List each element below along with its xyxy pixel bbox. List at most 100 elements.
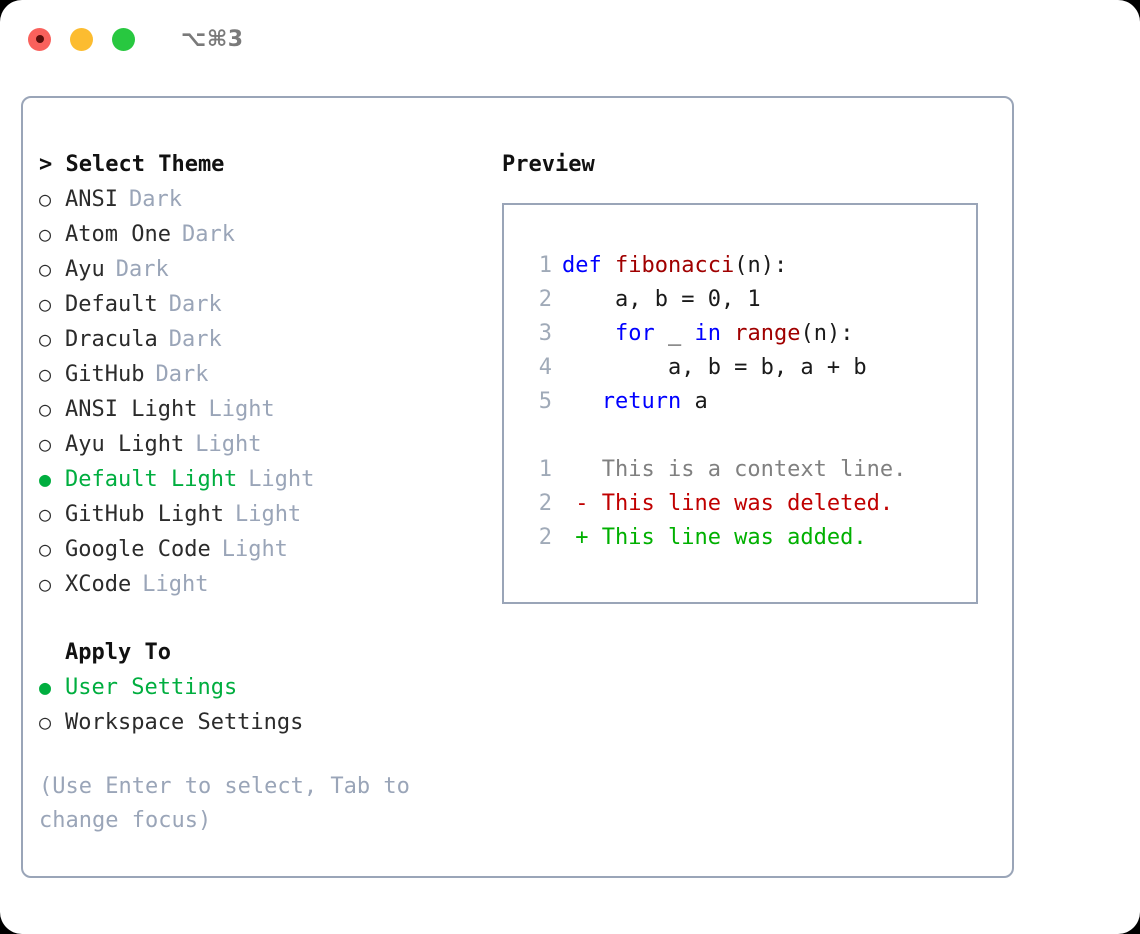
code-line: 3 for _ in range(n): bbox=[520, 317, 970, 351]
code-line-text: def fibonacci(n): bbox=[562, 249, 787, 283]
token-plain: a, b = 0, 1 bbox=[562, 287, 761, 312]
code-line-text: a, b = 0, 1 bbox=[562, 283, 761, 317]
line-number: 1 bbox=[538, 253, 552, 278]
line-number: 2 bbox=[538, 525, 552, 550]
diff-line: 2 + This line was added. bbox=[520, 521, 970, 555]
token-plain bbox=[562, 321, 615, 346]
close-button[interactable] bbox=[28, 27, 51, 51]
code-line: 4 a, b = b, a + b bbox=[520, 351, 970, 385]
traffic-lights bbox=[28, 27, 135, 51]
theme-option-label: Dracula bbox=[65, 327, 158, 352]
token-plain bbox=[721, 321, 734, 346]
theme-option-tag: Dark bbox=[168, 292, 222, 317]
theme-option-tag: Light bbox=[208, 397, 275, 422]
theme-option-google-code[interactable]: ○ Google Code Light bbox=[39, 532, 489, 567]
apply-to-option-label: Workspace Settings bbox=[65, 710, 304, 735]
code-line: 5 return a bbox=[520, 385, 970, 419]
line-number: 2 bbox=[538, 287, 552, 312]
theme-option-ansi-light[interactable]: ○ ANSI Light Light bbox=[39, 392, 489, 427]
token-plain bbox=[562, 389, 602, 414]
apply-to-list: ● User Settings ○Workspace Settings bbox=[39, 670, 489, 740]
radio-unselected-icon: ○ bbox=[39, 572, 52, 596]
theme-option-atom-one[interactable]: ○ Atom One Dark bbox=[39, 217, 489, 252]
theme-option-label: ANSI bbox=[65, 187, 118, 212]
radio-unselected-icon: ○ bbox=[39, 432, 52, 456]
radio-unselected-icon: ○ bbox=[39, 362, 52, 386]
radio-unselected-icon: ○ bbox=[39, 397, 52, 421]
line-number: 5 bbox=[538, 389, 552, 414]
select-theme-heading: > Select Theme bbox=[39, 152, 225, 177]
diff-line: 1 This is a context line. bbox=[520, 453, 970, 487]
theme-option-default[interactable]: ○ Default Dark bbox=[39, 287, 489, 322]
theme-option-tag: Light bbox=[221, 537, 288, 562]
theme-option-label: XCode bbox=[65, 572, 132, 597]
apply-to-option-workspace-settings[interactable]: ○Workspace Settings bbox=[39, 705, 489, 740]
code-diff-spacer bbox=[520, 419, 970, 453]
theme-option-label: GitHub Light bbox=[65, 502, 224, 527]
diff-line-text: - This line was deleted. bbox=[562, 487, 893, 521]
theme-option-xcode[interactable]: ○ XCode Light bbox=[39, 567, 489, 602]
apply-to-option-label: User Settings bbox=[65, 675, 238, 700]
list-spacer bbox=[39, 602, 489, 636]
theme-option-label: Atom One bbox=[65, 222, 171, 247]
diff-line: 2 - This line was deleted. bbox=[520, 487, 970, 521]
code-line-text: return a bbox=[562, 385, 708, 419]
token-plain: a, b = b, a + b bbox=[562, 355, 867, 380]
theme-option-github[interactable]: ○ GitHub Dark bbox=[39, 357, 489, 392]
keyboard-hint-text: (Use Enter to select, Tab to change focu… bbox=[39, 774, 410, 833]
theme-option-label: GitHub bbox=[65, 362, 145, 387]
code-line-text: a, b = b, a + b bbox=[562, 351, 867, 385]
radio-unselected-icon: ○ bbox=[39, 292, 52, 316]
token-plain: (n): bbox=[800, 321, 854, 346]
diff-line-text: This is a context line. bbox=[562, 453, 907, 487]
code-line: 1 def fibonacci(n): bbox=[520, 249, 970, 283]
radio-unselected-icon: ○ bbox=[39, 537, 52, 561]
token-plain: a bbox=[681, 389, 708, 414]
theme-option-label: Ayu bbox=[65, 257, 105, 282]
radio-selected-icon: ● bbox=[39, 467, 52, 491]
diff-line-text: + This line was added. bbox=[562, 521, 866, 555]
theme-option-tag: Light bbox=[142, 572, 209, 597]
apply-to-heading: Apply To bbox=[65, 640, 171, 665]
maximize-button[interactable] bbox=[112, 27, 135, 51]
theme-option-label: Default bbox=[65, 292, 158, 317]
keyboard-shortcut-label: ⌥⌘3 bbox=[181, 26, 244, 52]
token-del: - This line was deleted. bbox=[562, 491, 894, 516]
theme-option-dracula[interactable]: ○ Dracula Dark bbox=[39, 322, 489, 357]
token-kw: in bbox=[694, 321, 721, 346]
theme-option-tag: Dark bbox=[168, 327, 222, 352]
theme-option-tag: Dark bbox=[155, 362, 209, 387]
diff-sample: 1 This is a context line.2 - This line w… bbox=[520, 453, 970, 555]
theme-option-tag: Light bbox=[195, 432, 262, 457]
code-line: 2 a, b = 0, 1 bbox=[520, 283, 970, 317]
theme-option-tag: Dark bbox=[115, 257, 169, 282]
theme-option-label: Ayu Light bbox=[65, 432, 185, 457]
radio-unselected-icon: ○ bbox=[39, 327, 52, 351]
token-kw: def bbox=[562, 253, 615, 278]
theme-option-tag: Dark bbox=[181, 222, 235, 247]
theme-option-label: ANSI Light bbox=[65, 397, 198, 422]
radio-unselected-icon: ○ bbox=[39, 502, 52, 526]
line-number: 2 bbox=[538, 491, 552, 516]
token-plain: _ bbox=[654, 321, 695, 346]
token-fn: range bbox=[734, 321, 801, 346]
theme-option-label: Google Code bbox=[65, 537, 211, 562]
title-bar: ⌥⌘3 bbox=[0, 0, 1140, 78]
apply-to-option-user-settings[interactable]: ● User Settings bbox=[39, 670, 489, 705]
token-fn: fibonacci bbox=[614, 253, 735, 278]
radio-selected-icon: ● bbox=[39, 675, 52, 699]
preview-heading: Preview bbox=[502, 152, 595, 177]
radio-unselected-icon: ○ bbox=[39, 222, 52, 246]
theme-option-ayu-light[interactable]: ○ Ayu Light Light bbox=[39, 427, 489, 462]
minimize-button[interactable] bbox=[70, 27, 93, 51]
